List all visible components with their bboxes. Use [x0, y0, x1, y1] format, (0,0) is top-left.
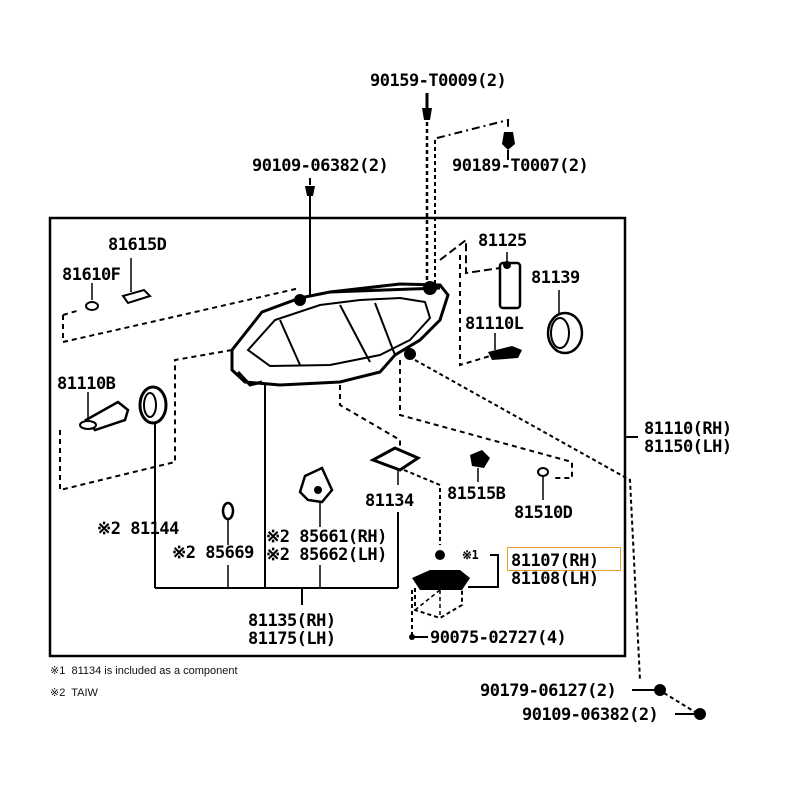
part-label-90075-02727[interactable]: 90075-02727(4)	[430, 628, 567, 648]
cap-81139-icon	[546, 311, 584, 355]
part-label-81107-rh[interactable]: 81107(RH)	[511, 551, 599, 571]
bulb-81125-icon	[498, 261, 522, 310]
part-label-81144[interactable]: ※2 81144	[97, 519, 179, 539]
part-label-90109-06382-top[interactable]: 90109-06382(2)	[252, 156, 389, 176]
part-label-90109-06382-bottom[interactable]: 90109-06382(2)	[522, 705, 659, 725]
headlamp-housing-icon	[230, 281, 450, 387]
bolt-90109-bottom-icon	[694, 708, 706, 720]
part-label-81515B[interactable]: 81515B	[447, 484, 506, 504]
part-label-85662-lh[interactable]: ※2 85662(LH)	[266, 545, 387, 565]
bracket-85661-icon	[298, 466, 334, 504]
part-label-81615D[interactable]: 81615D	[108, 235, 167, 255]
part-label-81110-rh[interactable]: 81110(RH)	[644, 419, 732, 439]
actuator-81107-icon	[412, 570, 470, 620]
part-label-81108-lh[interactable]: 81108(LH)	[511, 569, 599, 589]
part-label-90179-06127[interactable]: 90179-06127(2)	[480, 681, 617, 701]
part-label-81110L[interactable]: 81110L	[465, 314, 524, 334]
part-label-81610F[interactable]: 81610F	[62, 265, 121, 285]
bolt-90189-icon	[502, 132, 515, 160]
footnote-2: ※2 TAIW	[50, 687, 98, 699]
part-label-81150-lh[interactable]: 81150(LH)	[644, 437, 732, 457]
bolt-90179-icon	[654, 684, 666, 696]
bolt-90159-icon	[422, 93, 432, 120]
part-label-85669[interactable]: ※2 85669	[172, 543, 254, 563]
part-label-81510D[interactable]: 81510D	[514, 503, 573, 523]
socket-81110B-icon	[79, 400, 130, 432]
grommet-85669-icon	[221, 501, 235, 521]
part-label-81139[interactable]: 81139	[531, 268, 580, 288]
part-label-81135-rh[interactable]: 81135(RH)	[248, 611, 336, 631]
note-marker-1: ※1	[462, 548, 479, 562]
socket-81615D-icon	[121, 288, 152, 305]
part-label-81175-lh[interactable]: 81175(LH)	[248, 629, 336, 649]
washer-81610F-icon	[85, 301, 99, 311]
gasket-81134-icon	[369, 446, 422, 472]
socket-81110L-icon	[488, 346, 522, 360]
part-label-90189-T0007[interactable]: 90189-T0007(2)	[452, 156, 589, 176]
part-label-81134[interactable]: 81134	[365, 491, 414, 511]
part-label-81110B[interactable]: 81110B	[57, 374, 116, 394]
part-label-90159-T0009[interactable]: 90159-T0009(2)	[370, 71, 507, 91]
cap-81144-icon	[138, 385, 168, 425]
clip-81515B-icon	[470, 450, 490, 468]
part-label-85661-rh[interactable]: ※2 85661(RH)	[266, 527, 387, 547]
washer-81510D-icon	[537, 467, 549, 477]
bolt-90109-top-icon	[305, 178, 315, 295]
footnote-1: ※1 81134 is included as a component	[50, 665, 238, 677]
selected-part-highlight	[507, 547, 621, 571]
part-label-81125[interactable]: 81125	[478, 231, 527, 251]
